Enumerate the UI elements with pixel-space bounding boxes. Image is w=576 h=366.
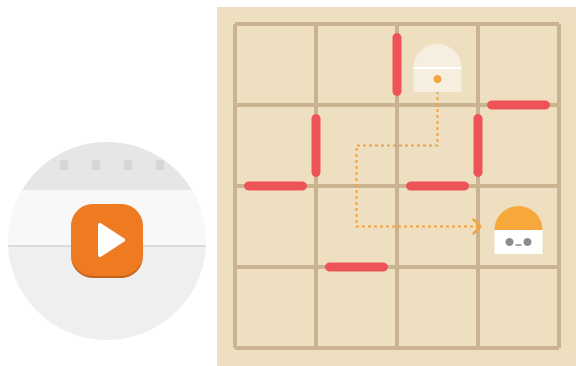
game-board: [217, 7, 576, 366]
run-button[interactable]: [71, 204, 143, 276]
robot-eye: [524, 238, 532, 246]
robot-body: [495, 230, 543, 254]
run-button-callout: [8, 142, 206, 340]
robot-path: [357, 79, 481, 234]
board-canvas: [217, 7, 576, 366]
path-start-dot: [434, 75, 442, 83]
robot-head: [495, 206, 543, 230]
toolbar-notch: [92, 160, 100, 170]
toolbar-notch: [60, 160, 68, 170]
toolbar-notch: [124, 160, 132, 170]
robot-icon: [495, 206, 543, 254]
robot-eye: [506, 238, 514, 246]
path-trail: [357, 79, 481, 227]
toolbar-strip: [8, 142, 206, 190]
toolbar-notch: [156, 160, 164, 170]
robot-outline-icon: [414, 44, 462, 92]
play-icon: [71, 204, 143, 276]
